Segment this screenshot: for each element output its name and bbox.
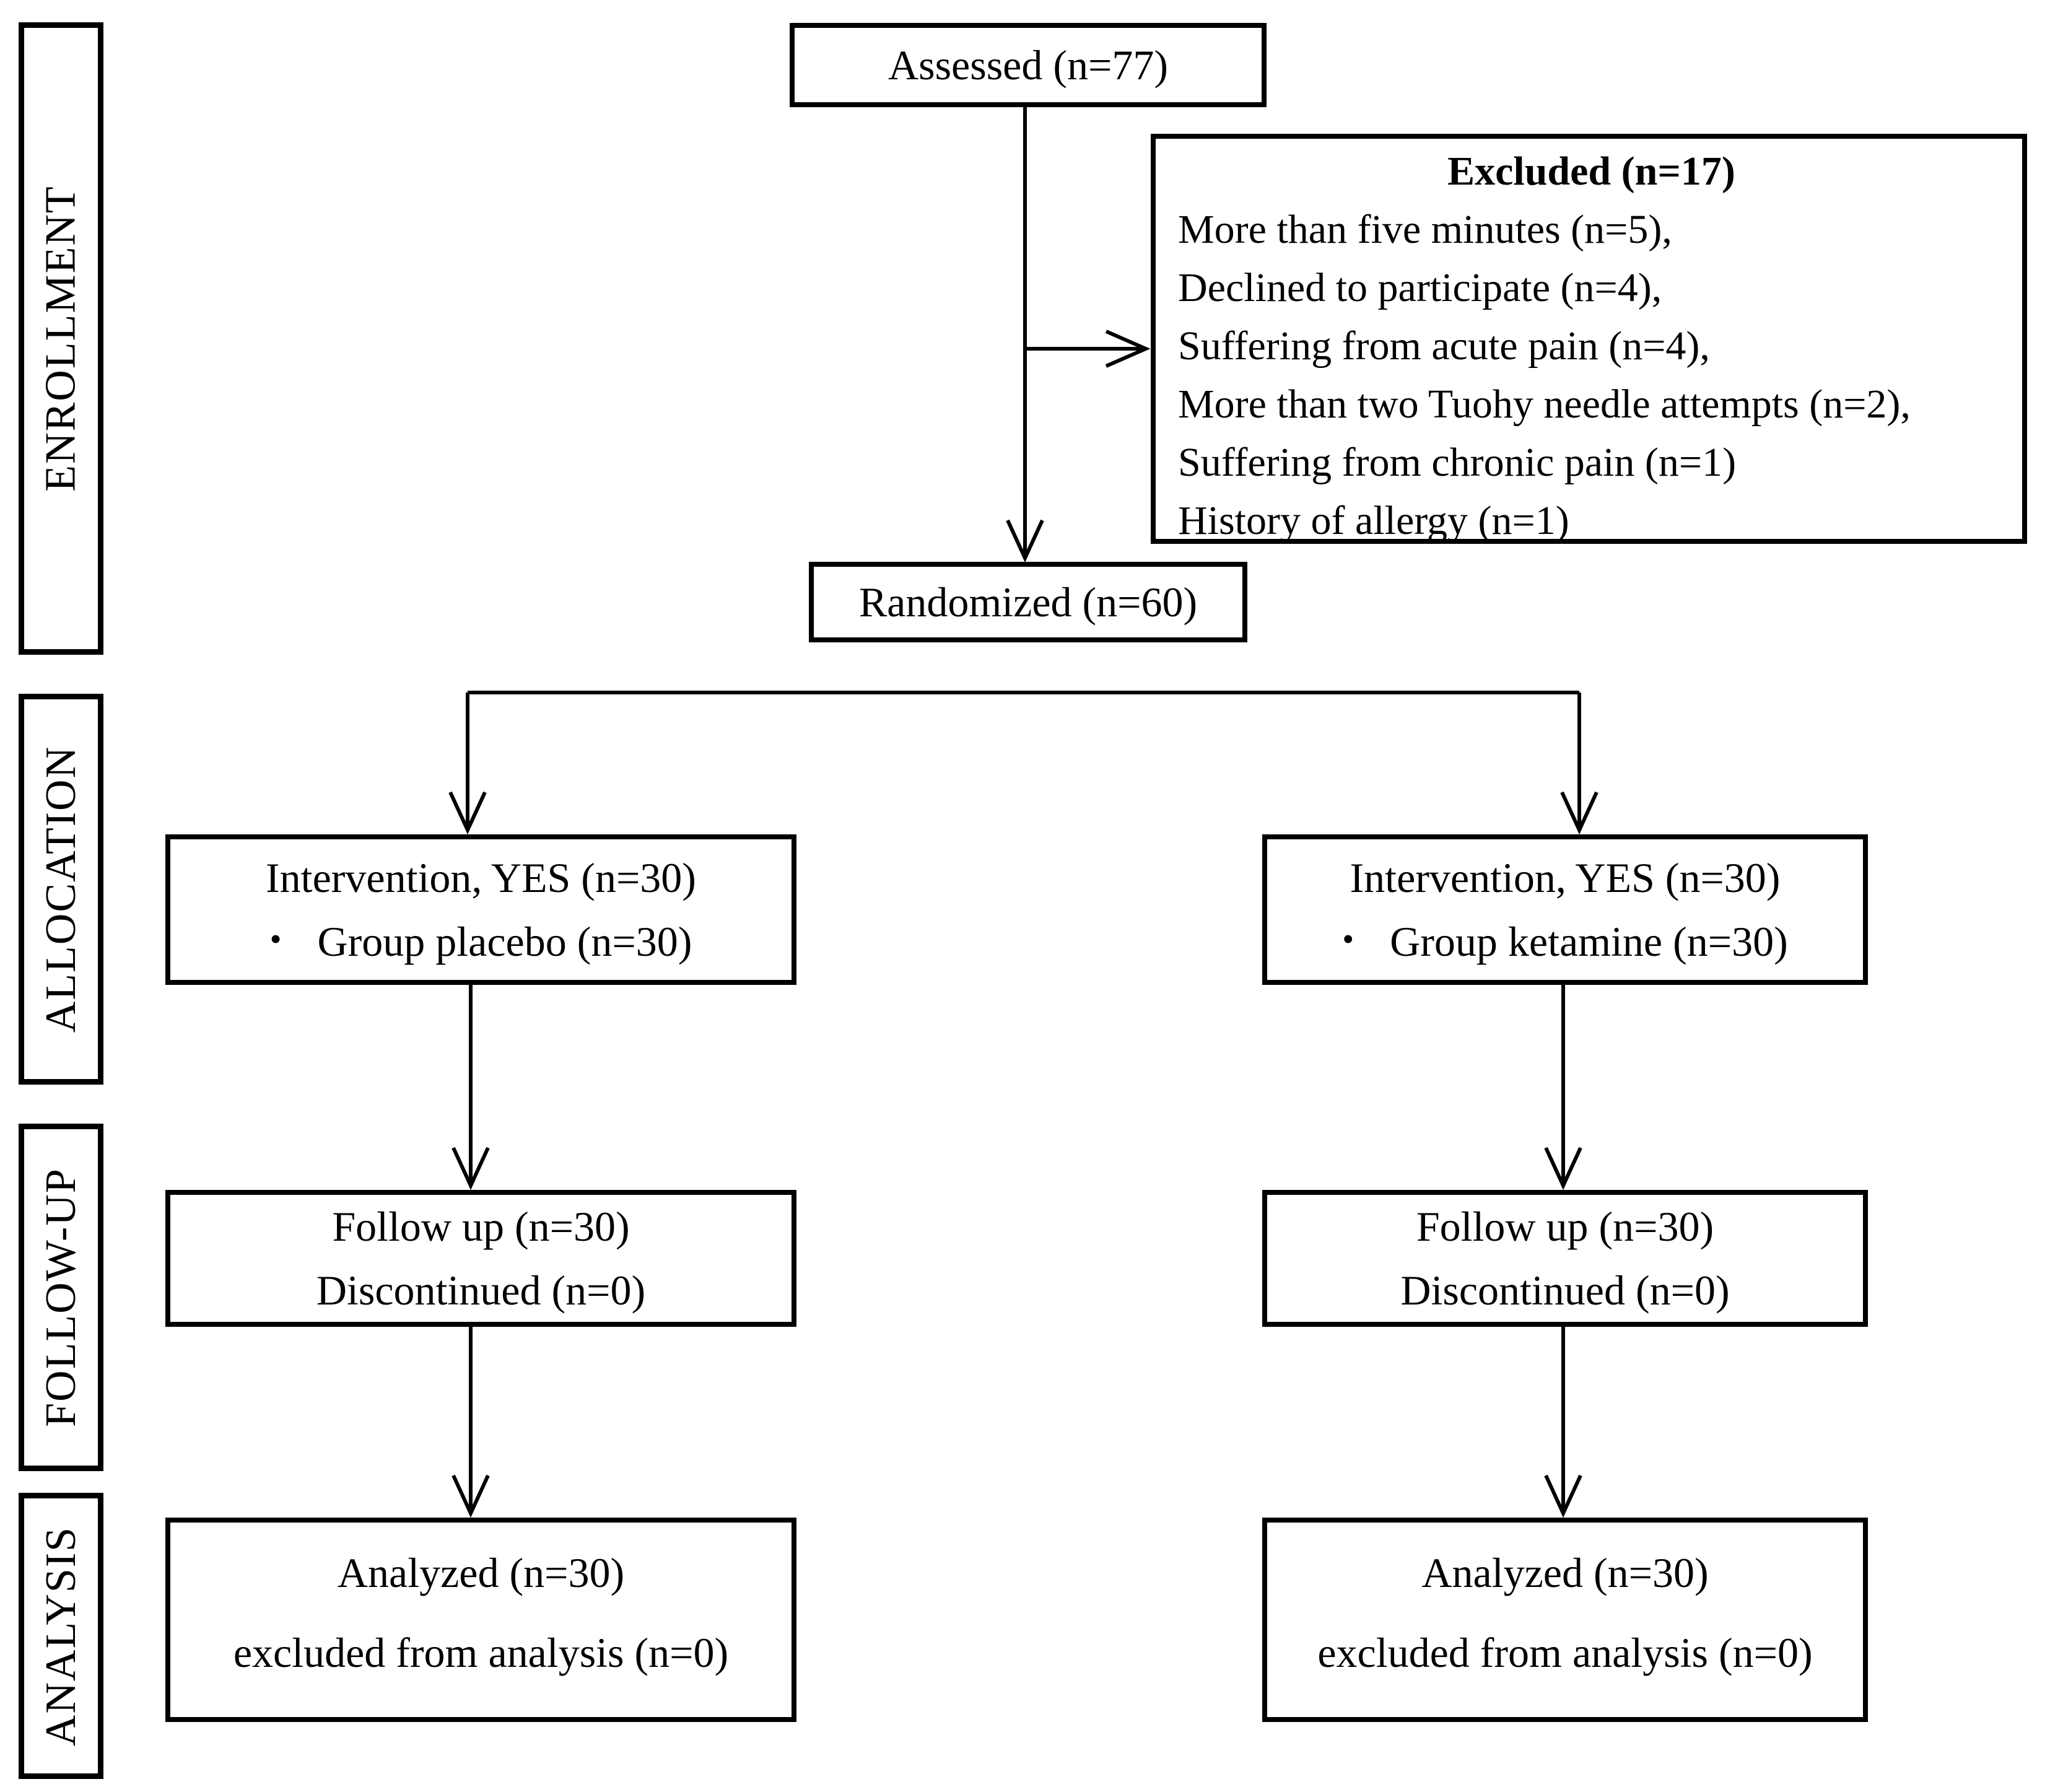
- excluded-reason: Suffering from acute pain (n=4),: [1178, 323, 1710, 369]
- stage-label-allocation: ALLOCATION: [19, 694, 103, 1085]
- excluded-reason: More than five minutes (n=5),: [1178, 207, 1672, 252]
- stage-label-analysis: ANALYSIS: [19, 1493, 103, 1779]
- arrowhead-down-analysis-left: [451, 1474, 490, 1518]
- follow-up-placebo-line2: Discontinued (n=0): [316, 1266, 646, 1314]
- arrowhead-down-follow-left: [451, 1147, 490, 1191]
- analysis-placebo-line1: Analyzed (n=30): [337, 1549, 625, 1596]
- excluded-reason: History of allergy (n=1): [1178, 498, 1569, 543]
- stage-label-follow-up-text: FOLLOW-UP: [37, 1168, 85, 1427]
- analysis-placebo-line2: excluded from analysis (n=0): [233, 1629, 729, 1676]
- allocation-placebo-box: Intervention, YES (n=30) • Group placebo…: [165, 834, 796, 985]
- allocation-placebo-group: Group placebo (n=30): [317, 917, 692, 965]
- excluded-box: Excluded (n=17) More than five minutes (…: [1151, 134, 2027, 544]
- excluded-reason: More than two Tuohy needle attempts (n=2…: [1178, 382, 1911, 427]
- assessed-box: Assessed (n=77): [790, 23, 1267, 107]
- arrowhead-down-randomized: [1006, 519, 1044, 563]
- allocation-ketamine-box: Intervention, YES (n=30) • Group ketamin…: [1262, 834, 1868, 985]
- allocation-ketamine-line2: • Group ketamine (n=30): [1342, 910, 1788, 974]
- stage-label-enrollment-text: ENROLLMENT: [37, 185, 85, 492]
- follow-up-ketamine-line2: Discontinued (n=0): [1400, 1266, 1730, 1314]
- excluded-reason: Suffering from chronic pain (n=1): [1178, 440, 1737, 485]
- allocation-placebo-line1: Intervention, YES (n=30): [266, 854, 696, 901]
- randomized-text: Randomized (n=60): [858, 578, 1198, 626]
- randomized-box: Randomized (n=60): [809, 562, 1247, 642]
- excluded-reason: Declined to participate (n=4),: [1178, 265, 1662, 310]
- arrowhead-down-analysis-right: [1544, 1474, 1582, 1518]
- bullet-icon: •: [269, 920, 282, 958]
- follow-up-ketamine-box: Follow up (n=30) Discontinued (n=0): [1262, 1190, 1868, 1327]
- excluded-title: Excluded (n=17): [1447, 149, 1735, 194]
- analysis-ketamine-box: Analyzed (n=30) excluded from analysis (…: [1262, 1518, 1868, 1722]
- stage-label-analysis-text: ANALYSIS: [37, 1526, 85, 1746]
- bullet-icon: •: [1342, 920, 1354, 958]
- arrowhead-right-excluded: [1105, 330, 1151, 368]
- analysis-placebo-box: Analyzed (n=30) excluded from analysis (…: [165, 1518, 796, 1722]
- allocation-placebo-line2: • Group placebo (n=30): [270, 910, 692, 974]
- arrowhead-down-follow-right: [1544, 1147, 1582, 1191]
- arrowhead-down-alloc-right: [1560, 791, 1599, 835]
- analysis-ketamine-line1: Analyzed (n=30): [1421, 1549, 1709, 1596]
- follow-up-placebo-box: Follow up (n=30) Discontinued (n=0): [165, 1190, 796, 1327]
- stage-label-enrollment: ENROLLMENT: [19, 22, 103, 655]
- assessed-text: Assessed (n=77): [888, 41, 1168, 89]
- allocation-ketamine-line1: Intervention, YES (n=30): [1350, 854, 1781, 901]
- arrowhead-down-alloc-left: [448, 791, 487, 835]
- stage-label-allocation-text: ALLOCATION: [37, 745, 85, 1033]
- stage-label-follow-up: FOLLOW-UP: [19, 1124, 103, 1471]
- allocation-ketamine-group: Group ketamine (n=30): [1390, 917, 1788, 965]
- follow-up-ketamine-line1: Follow up (n=30): [1416, 1202, 1714, 1250]
- analysis-ketamine-line2: excluded from analysis (n=0): [1317, 1629, 1813, 1676]
- follow-up-placebo-line1: Follow up (n=30): [332, 1202, 630, 1250]
